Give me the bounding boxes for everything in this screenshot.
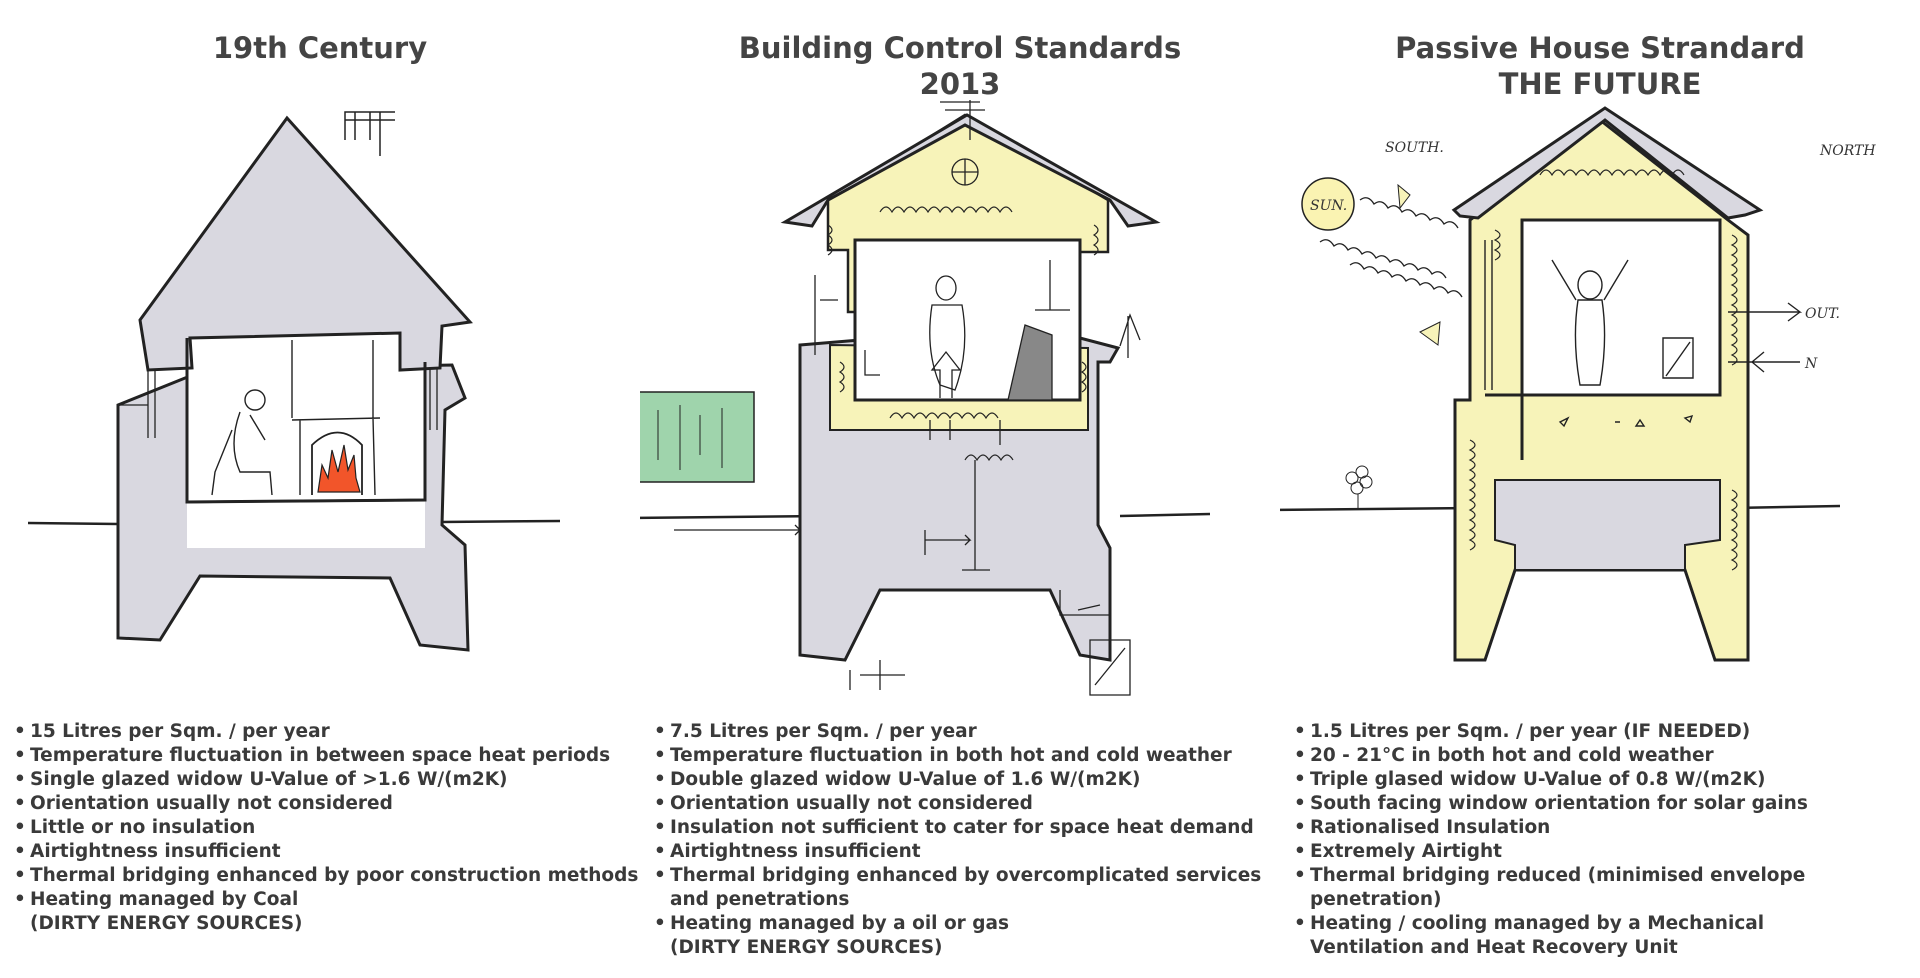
list-item: 15 Litres per Sqm. / per year [14, 720, 634, 744]
window-and-person [1485, 240, 1800, 426]
list-item-continuation: Ventilation and Heat Recovery Unit [1310, 937, 1678, 958]
list-item: Temperature fluctuation in both hot and … [654, 744, 1274, 768]
list-item: 20 - 21°C in both hot and cold weather [1294, 744, 1914, 768]
fire-flames [318, 445, 360, 492]
list-item: Extremely Airtight [1294, 840, 1914, 864]
panel-19th-century: 19th Century 15 Litre [0, 0, 640, 978]
house-body [118, 118, 470, 650]
list-item: Rationalised Insulation [1294, 816, 1914, 840]
list-item: Triple glased widow U-Value of 0.8 W/(m2… [1294, 768, 1914, 792]
title-line-1: Building Control Standards [738, 31, 1182, 65]
list-item: Heating managed by a oil or gas [654, 912, 1274, 936]
house-sketch-2013 [640, 100, 1280, 720]
list-item: Heating / cooling managed by a Mechanica… [1294, 912, 1914, 936]
solar-arrow [1420, 322, 1440, 345]
list-item: Double glazed widow U-Value of 1.6 W/(m2… [654, 768, 1274, 792]
title-line-2: THE FUTURE [1498, 67, 1702, 101]
feature-list: 15 Litres per Sqm. / per year Temperatur… [14, 720, 638, 936]
north-label: NORTH [1819, 143, 1876, 159]
solar-arrow [1398, 185, 1410, 208]
list-item: Single glazed widow U-Value of >1.6 W/(m… [14, 768, 634, 792]
fireplace [292, 340, 380, 495]
list-item-continuation: penetration) [1310, 889, 1442, 910]
house-sketch-passive-house: SUN. SOUTH. NORTH OUT. N [1280, 100, 1876, 720]
title-line-1: 19th Century [212, 31, 428, 65]
panel-title: Building Control Standards 2013 [640, 30, 1280, 102]
list-item: Temperature fluctuation in between space… [14, 744, 634, 768]
panel-title: 19th Century [0, 30, 640, 66]
insulation-coils [1470, 170, 1737, 570]
list-item: Little or no insulation [14, 816, 634, 840]
sitting-person [212, 390, 272, 495]
house-body [785, 115, 1156, 660]
solar-rays [1320, 198, 1462, 297]
list-item: Thermal bridging reduced (minimised enve… [1294, 864, 1914, 888]
house-body [1454, 108, 1760, 660]
panel-passive-house: Passive House Strandard THE FUTURE [1280, 0, 1920, 978]
sun-label: SUN. [1310, 198, 1347, 214]
list-item: 1.5 Litres per Sqm. / per year (IF NEEDE… [1294, 720, 1914, 744]
ground-line [28, 521, 560, 524]
title-line-2: 2013 [919, 67, 1001, 101]
list-item: Heating managed by Coal [14, 888, 634, 912]
list-item: 7.5 Litres per Sqm. / per year [654, 720, 1274, 744]
green-heat-pump-panel [640, 392, 754, 482]
list-item-continuation: (DIRTY ENERGY SOURCES) [30, 913, 303, 934]
panel-title: Passive House Strandard THE FUTURE [1280, 30, 1920, 102]
list-item-continuation: (DIRTY ENERGY SOURCES) [670, 937, 943, 958]
ground-line [640, 514, 1210, 518]
windows [118, 368, 437, 438]
panel-building-control-2013: Building Control Standards 2013 [640, 0, 1280, 978]
chimney [345, 112, 395, 156]
in-label: N [1804, 356, 1818, 372]
ground-line [1280, 506, 1840, 510]
title-line-1: Passive House Strandard [1395, 31, 1805, 65]
services-and-person [674, 100, 1140, 695]
list-item: Airtightness insufficient [654, 840, 1274, 864]
south-label: SOUTH. [1385, 140, 1444, 156]
list-item: South facing window orientation for sola… [1294, 792, 1914, 816]
out-label: OUT. [1805, 306, 1840, 322]
list-item: Orientation usually not considered [654, 792, 1274, 816]
insulation-coils [828, 207, 1098, 460]
feature-list: 7.5 Litres per Sqm. / per year Temperatu… [654, 720, 1274, 960]
list-item: Orientation usually not considered [14, 792, 634, 816]
list-item: Insulation not sufficient to cater for s… [654, 816, 1274, 840]
list-item: Thermal bridging enhanced by overcomplic… [654, 864, 1274, 888]
list-item-continuation: and penetrations [670, 889, 850, 910]
house-sketch-19th-century [0, 100, 640, 720]
sun [1302, 178, 1354, 230]
list-item: Thermal bridging enhanced by poor constr… [14, 864, 638, 888]
flower [1346, 466, 1372, 508]
feature-list: 1.5 Litres per Sqm. / per year (IF NEEDE… [1294, 720, 1914, 960]
list-item: Airtightness insufficient [14, 840, 634, 864]
